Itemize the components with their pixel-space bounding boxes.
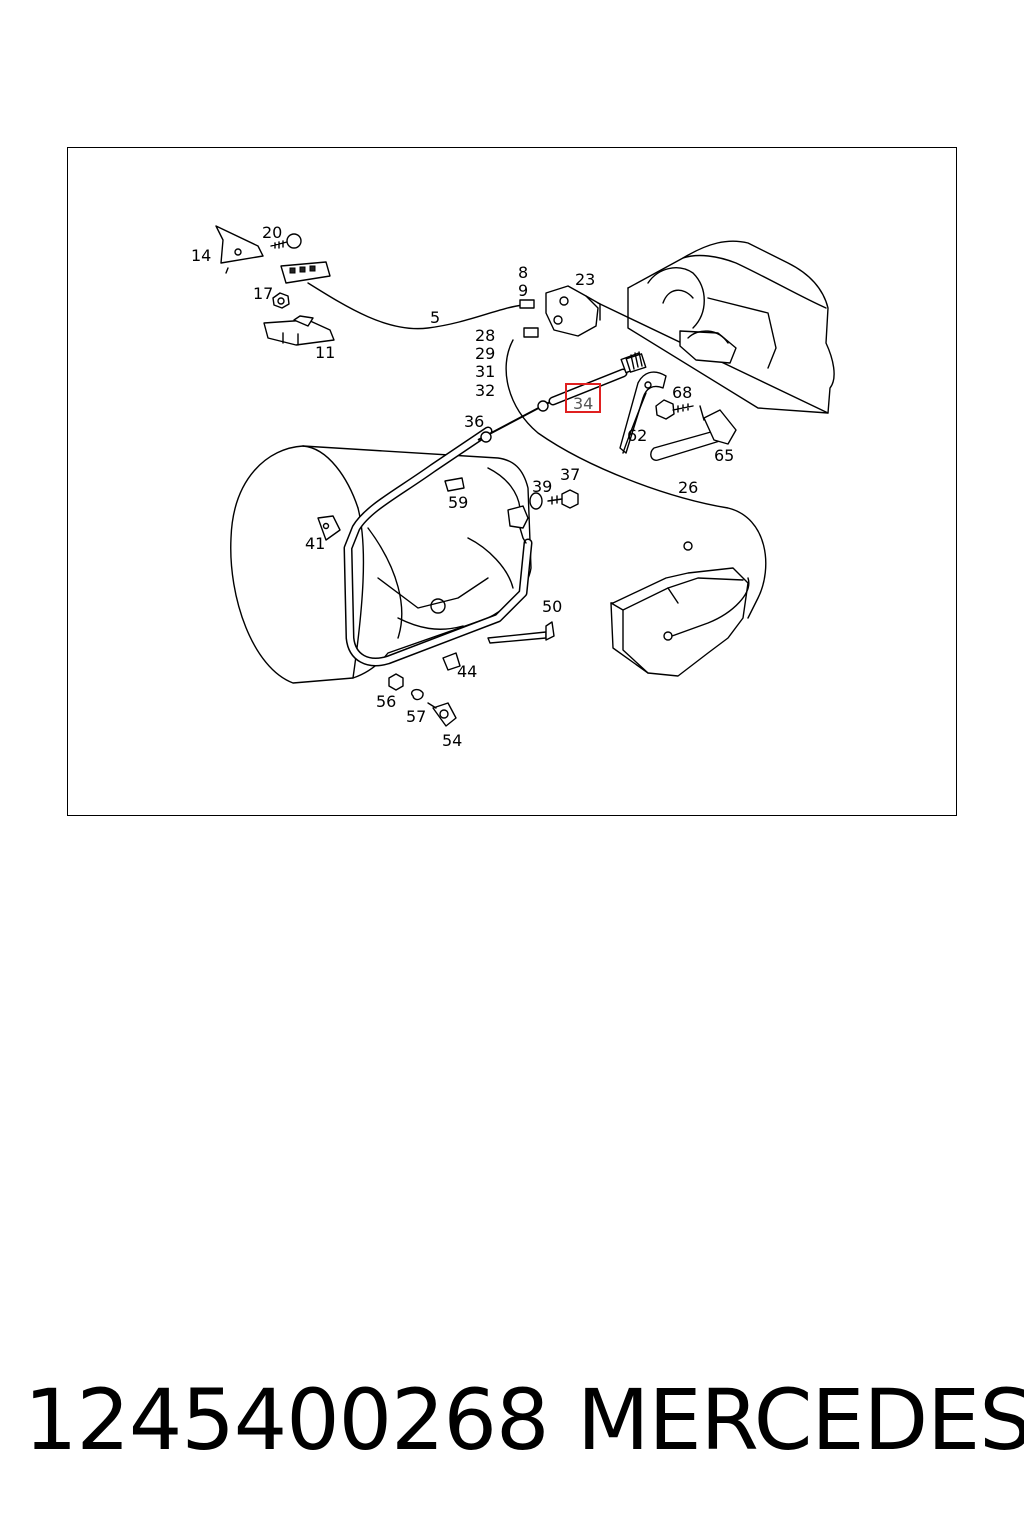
wire-5 bbox=[307, 282, 524, 330]
callout-44: 44 bbox=[457, 662, 477, 681]
callout-23: 23 bbox=[575, 270, 595, 289]
callout-32: 32 bbox=[475, 381, 495, 400]
selector-housing bbox=[597, 240, 835, 414]
callout-14: 14 bbox=[191, 246, 211, 265]
part-44-clip bbox=[442, 652, 461, 671]
part-56-nut bbox=[388, 673, 404, 691]
callout-34-highlight bbox=[565, 383, 601, 413]
callout-37: 37 bbox=[560, 465, 580, 484]
callout-8: 8 bbox=[518, 263, 528, 282]
part-39-washer bbox=[529, 492, 543, 510]
callout-56: 56 bbox=[376, 692, 396, 711]
part-number: 1245400268 bbox=[24, 1371, 549, 1469]
part-14-bracket bbox=[215, 225, 264, 274]
callout-26: 26 bbox=[678, 478, 698, 497]
part-62-bracket bbox=[619, 371, 667, 454]
part-23-switch bbox=[545, 285, 601, 337]
part-41-bracket bbox=[317, 515, 341, 541]
part-8-connector bbox=[519, 299, 535, 309]
callout-17: 17 bbox=[253, 284, 273, 303]
footer: 1245400268 MERCEDES bbox=[0, 1365, 1024, 1475]
callout-34: 34 bbox=[573, 394, 593, 413]
part-20-screw bbox=[270, 233, 302, 249]
callout-39: 39 bbox=[532, 477, 552, 496]
callout-29: 29 bbox=[475, 344, 495, 363]
connector-block bbox=[280, 261, 331, 284]
part-37-bolt bbox=[547, 489, 579, 509]
callout-57: 57 bbox=[406, 707, 426, 726]
control-cable-hose bbox=[343, 426, 533, 667]
brand-name: MERCEDES bbox=[577, 1371, 1024, 1469]
callout-68: 68 bbox=[672, 383, 692, 402]
callout-50: 50 bbox=[542, 597, 562, 616]
part-50-rod bbox=[487, 621, 555, 644]
callout-20: 20 bbox=[262, 223, 282, 242]
part-28-connector bbox=[523, 327, 539, 338]
part-65-lever bbox=[650, 405, 737, 461]
callout-41: 41 bbox=[305, 534, 325, 553]
part-59-clip bbox=[444, 477, 465, 492]
callout-54: 54 bbox=[442, 731, 462, 750]
callout-28: 28 bbox=[475, 326, 495, 345]
transmission-housing bbox=[230, 445, 532, 684]
wire-26 bbox=[505, 339, 767, 619]
part-57-washer bbox=[411, 688, 424, 701]
callout-59: 59 bbox=[448, 493, 468, 512]
callout-36: 36 bbox=[464, 412, 484, 431]
part-17-nut bbox=[272, 292, 290, 309]
part-34-fitting bbox=[625, 351, 647, 373]
callout-9: 9 bbox=[518, 281, 528, 300]
callout-65: 65 bbox=[714, 446, 734, 465]
callout-62: 62 bbox=[627, 426, 647, 445]
cable-end-fitting bbox=[507, 505, 529, 544]
callout-31: 31 bbox=[475, 362, 495, 381]
diagram-frame: 14 20 17 11 5 8 9 23 28 29 31 32 34 68 6… bbox=[67, 147, 957, 816]
callout-5: 5 bbox=[430, 308, 440, 327]
part-54-bolt bbox=[427, 702, 457, 727]
parts-diagram: 14 20 17 11 5 8 9 23 28 29 31 32 34 68 6… bbox=[191, 223, 835, 750]
callout-11: 11 bbox=[315, 343, 335, 362]
cover-tray bbox=[610, 541, 750, 677]
part-11-clip bbox=[263, 315, 335, 346]
part-68-screw bbox=[655, 399, 694, 420]
